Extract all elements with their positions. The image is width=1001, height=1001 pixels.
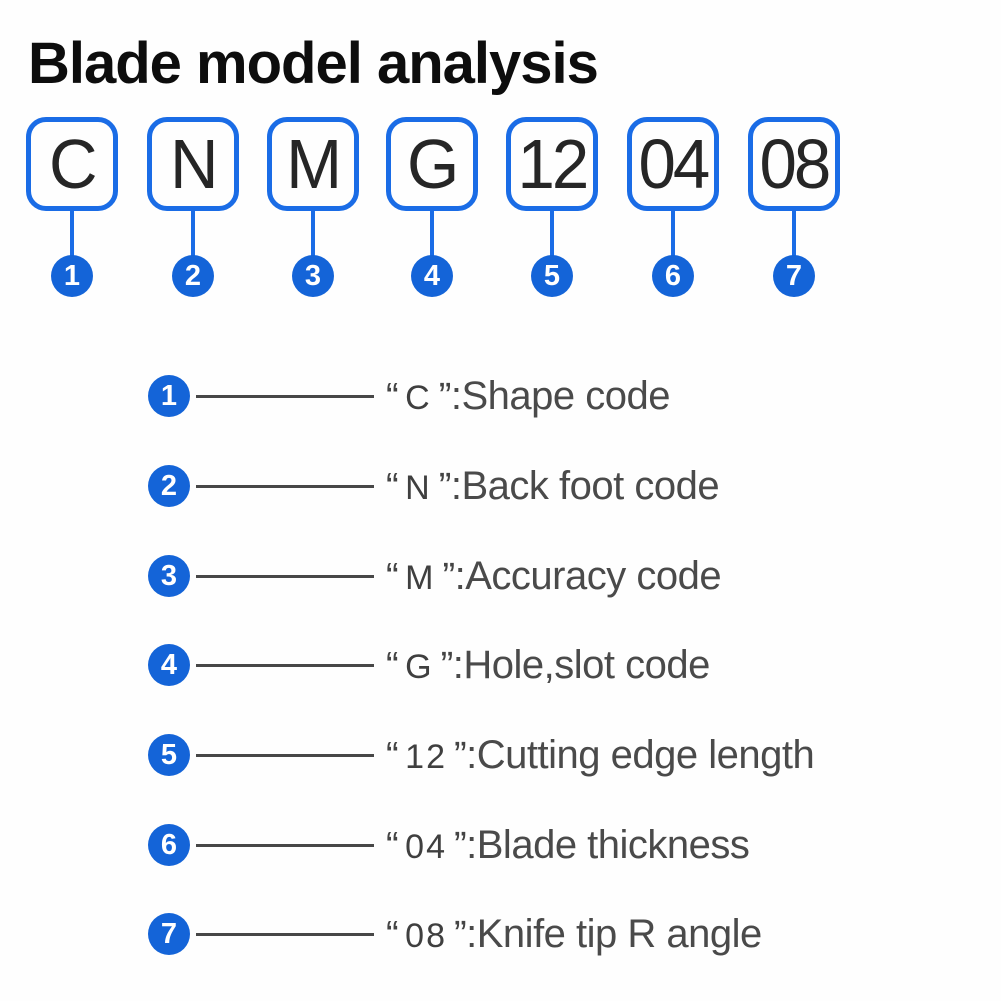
close-quote: ” [438,465,452,508]
legend-code: 08 [405,916,447,955]
legend-leader-line [196,753,374,757]
legend-number-badge: 3 [148,555,190,597]
number-badge-4: 4 [411,255,453,297]
code-box-value: N [170,125,219,203]
legend-row-accuracy-code: 3 “M”:Accuracy code [148,553,722,599]
legend-label: “C”:Shape code [386,373,671,419]
legend-leader-line [196,932,374,936]
open-quote: “ [386,644,399,687]
legend-number-badge: 6 [148,824,190,866]
number-badge-7: 7 [773,255,815,297]
legend-number-badge: 7 [148,913,190,955]
legend-row-blade-thickness: 6 “04”:Blade thickness [148,822,750,868]
legend-code: N [405,468,432,507]
legend-code: G [405,647,434,686]
open-quote: “ [386,913,399,956]
code-box-tip-r-angle: 08 [748,117,840,211]
code-box-value: G [407,125,459,203]
code-box-value: M [286,125,342,203]
code-box-value: 04 [638,125,711,203]
legend-label: “M”:Accuracy code [386,553,722,599]
close-quote: ” [442,555,455,598]
legend-number-badge: 2 [148,465,190,507]
legend-label: “12”:Cutting edge length [386,732,815,778]
connector-line [671,211,675,257]
code-box-accuracy: M [267,117,359,211]
legend-label: “08”:Knife tip R angle [386,912,762,957]
connector-line [191,211,195,257]
connector-line [430,211,434,257]
legend-row-knife-tip-r-angle: 7 “08”:Knife tip R angle [148,912,762,957]
legend-leader-line [196,843,374,847]
close-quote: ” [453,824,467,867]
legend-code: C [405,378,432,417]
code-box-edge-length: 12 [506,117,598,211]
page-title: Blade model analysis [28,31,599,96]
open-quote: “ [386,824,399,867]
legend-description: :Hole,slot code [452,642,711,687]
legend-row-shape-code: 1 “C”:Shape code [148,373,671,419]
number-badge-2: 2 [172,255,214,297]
legend-number-badge: 1 [148,375,190,417]
legend-code: M [405,558,436,597]
legend-leader-line [196,484,374,488]
legend-description: :Shape code [450,373,671,418]
code-box-shape: C [26,117,118,211]
close-quote: ” [440,644,454,687]
legend-label: “04”:Blade thickness [386,822,750,868]
legend-leader-line [196,574,374,578]
legend-description: :Back foot code [450,463,720,508]
close-quote: ” [438,375,452,418]
legend-description: :Knife tip R angle [466,911,762,956]
code-box-hole-slot: G [386,117,478,211]
code-box-value: 12 [517,125,590,203]
legend-row-cutting-edge-length: 5 “12”:Cutting edge length [148,732,815,778]
legend-row-hole-slot-code: 4 “G”:Hole,slot code [148,643,710,688]
legend-label: “G”:Hole,slot code [386,643,710,688]
number-badge-5: 5 [531,255,573,297]
connector-line [311,211,315,257]
legend-number-badge: 5 [148,734,190,776]
open-quote: “ [386,375,399,418]
legend-description: :Accuracy code [454,553,722,598]
number-badge-1: 1 [51,255,93,297]
number-badge-3: 3 [292,255,334,297]
legend-row-back-foot-code: 2 “N”:Back foot code [148,463,720,509]
open-quote: “ [386,465,399,508]
close-quote: ” [453,913,467,956]
open-quote: “ [386,555,399,598]
code-box-back-foot: N [147,117,239,211]
legend-label: “N”:Back foot code [386,463,720,509]
code-box-value: C [49,125,98,203]
legend-description: :Cutting edge length [466,732,815,777]
close-quote: ” [453,734,467,777]
connector-line [792,211,796,257]
open-quote: “ [386,734,399,777]
connector-line [70,211,74,257]
code-box-thickness: 04 [627,117,719,211]
legend-number-badge: 4 [148,644,190,686]
code-box-value: 08 [759,125,832,203]
number-badge-6: 6 [652,255,694,297]
legend-leader-line [196,663,374,667]
legend-leader-line [196,394,374,398]
legend-description: :Blade thickness [466,822,750,867]
connector-line [550,211,554,257]
legend-code: 04 [405,827,447,866]
legend-code: 12 [405,737,447,776]
